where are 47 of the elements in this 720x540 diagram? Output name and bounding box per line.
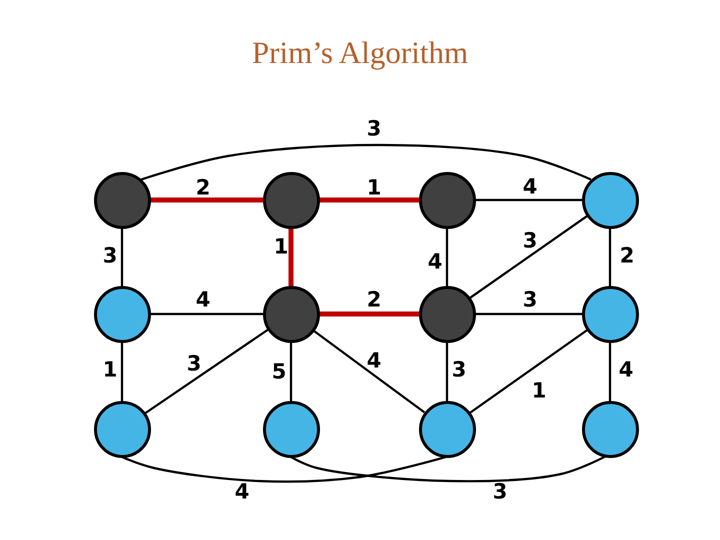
- edge-weight: 2: [620, 246, 634, 266]
- graph-edge: [290, 456, 606, 482]
- edge-weight: 2: [366, 290, 382, 310]
- graph-vertex: [418, 400, 476, 458]
- graph-edge: [319, 198, 419, 202]
- graph-edge: [150, 312, 263, 316]
- edge-weight: 1: [532, 380, 546, 402]
- edge-weight: 3: [452, 360, 466, 380]
- graph-edge: [475, 312, 582, 316]
- graph-edge: [120, 342, 124, 401]
- edge-weight: 3: [102, 246, 118, 266]
- graph-edge: [288, 228, 294, 286]
- graph-edge: [290, 342, 292, 401]
- edge-weight: 4: [196, 290, 210, 310]
- edge-weight: 4: [366, 350, 382, 372]
- graph-vertex: [582, 286, 638, 342]
- edge-weight: 5: [272, 362, 286, 382]
- graph-edge: [120, 228, 124, 286]
- edge-weight: 4: [428, 252, 442, 272]
- graph-edge: [144, 328, 268, 414]
- edge-weight: 1: [102, 360, 118, 380]
- edge-weight: 3: [522, 290, 538, 310]
- graph-edge: [608, 342, 612, 401]
- edge-weight: 1: [274, 236, 288, 258]
- edge-weight: 3: [366, 118, 382, 140]
- edge-weight: 3: [492, 482, 508, 502]
- graph-edge: [122, 456, 446, 483]
- graph-vertex: [582, 172, 638, 228]
- graph-edge: [608, 228, 612, 286]
- graph-edge: [446, 342, 448, 401]
- edge-weight: 2: [196, 178, 210, 198]
- graph-edge: [475, 198, 582, 202]
- graph-vertex: [262, 286, 320, 342]
- graph-edge: [469, 329, 588, 414]
- graph-edge: [140, 144, 592, 181]
- graph-edge: [469, 215, 588, 299]
- edge-weight: 3: [186, 354, 202, 374]
- graph-edge: [319, 312, 419, 316]
- edge-weight: 4: [522, 176, 538, 198]
- edge-weight: 4: [234, 482, 250, 502]
- edge-weight: 4: [618, 360, 634, 380]
- graph-edge: [312, 330, 426, 414]
- edge-weight: 3: [522, 230, 538, 252]
- title: Prim’s Algorithm: [252, 36, 468, 70]
- edge-weight: 1: [366, 178, 382, 198]
- graph-edge: [150, 198, 263, 202]
- graph-edge: [446, 228, 448, 286]
